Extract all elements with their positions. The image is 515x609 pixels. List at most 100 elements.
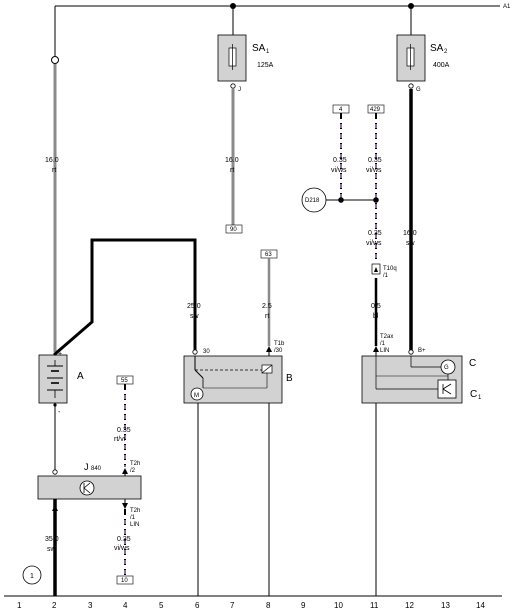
module-J840-label: J bbox=[84, 462, 89, 472]
column-number: 6 bbox=[195, 601, 200, 609]
column-number: 10 bbox=[334, 601, 343, 609]
connector-type: LIN bbox=[380, 348, 389, 354]
column-number: 4 bbox=[123, 601, 128, 609]
column-number: 9 bbox=[301, 601, 306, 609]
battery-plus-label: + bbox=[58, 351, 62, 358]
wire-label-color: vi/ws bbox=[331, 167, 347, 174]
fuse-name: SA bbox=[430, 43, 444, 54]
motor-icon bbox=[190, 387, 204, 401]
regulator-icon bbox=[437, 379, 457, 399]
starter-label: B bbox=[286, 373, 293, 384]
connector-pin: /2 bbox=[130, 468, 136, 474]
column-number: 8 bbox=[266, 601, 271, 609]
connector-pin: /1 bbox=[383, 273, 389, 279]
wire-label-color: vi/ws bbox=[366, 167, 382, 174]
top-rail-label: A1 bbox=[503, 4, 511, 10]
svg-text:M: M bbox=[194, 393, 199, 399]
arrow-icon bbox=[122, 503, 128, 509]
fuse-rating: 125A bbox=[257, 62, 274, 69]
column-number: 2 bbox=[52, 601, 57, 609]
wire-label-color: vi/ws bbox=[366, 240, 382, 247]
connection-point bbox=[192, 349, 198, 355]
wire-label-size: 0.5 bbox=[371, 303, 381, 310]
column-number: 13 bbox=[441, 601, 450, 609]
battery-minus-label: - bbox=[58, 409, 61, 416]
battery-label: A bbox=[77, 371, 84, 382]
ref-number: 10 bbox=[121, 578, 128, 584]
starter-terminal-label: 30 bbox=[203, 349, 210, 355]
connection-point bbox=[51, 56, 59, 64]
connection-point bbox=[408, 349, 414, 355]
arrow-icon bbox=[122, 468, 128, 474]
wire-label-size: 16.0 bbox=[225, 157, 239, 164]
arrow-icon bbox=[52, 505, 58, 511]
wire-label-size: 0.35 bbox=[117, 536, 131, 543]
generator-label: C bbox=[469, 358, 476, 369]
generator-terminal-label: B+ bbox=[418, 348, 426, 354]
wire-label-size: 0.35 bbox=[333, 157, 347, 164]
regulator-label: C bbox=[470, 389, 477, 400]
battery-A bbox=[38, 354, 68, 404]
fuse-rating: 400A bbox=[433, 62, 450, 69]
wire-label-color: rt bbox=[52, 167, 56, 174]
wire-label-color: rt/vi bbox=[114, 436, 126, 443]
wire-label-color: vi/ws bbox=[114, 545, 130, 552]
column-number: 14 bbox=[476, 601, 485, 609]
connector-name: T2ax bbox=[380, 334, 393, 340]
connection-point bbox=[230, 83, 236, 89]
column-number: 5 bbox=[159, 601, 164, 609]
node-D218 bbox=[301, 187, 327, 213]
column-number: 7 bbox=[230, 601, 235, 609]
wire-label-color: rt bbox=[230, 167, 234, 174]
connector-name: T1b bbox=[274, 341, 285, 347]
ref-box bbox=[225, 224, 243, 234]
ground-point-icon bbox=[22, 565, 42, 585]
wire-label-size: 0.35 bbox=[368, 157, 382, 164]
module-J840-index: 840 bbox=[91, 466, 102, 472]
ref-number: 63 bbox=[265, 252, 272, 258]
wire-label-color: sw bbox=[406, 240, 416, 247]
column-numbers: 1 2 3 4 5 6 7 8 9 10 11 12 13 14 bbox=[17, 601, 485, 609]
ref-number: 55 bbox=[121, 378, 128, 384]
fuse-name: SA bbox=[252, 43, 266, 54]
connector-name: T10q bbox=[383, 266, 397, 272]
connector-name: T2h bbox=[130, 461, 140, 467]
connection-point bbox=[52, 469, 58, 475]
wire-label-size: 16.0 bbox=[403, 230, 417, 237]
wire-label-size: 16.0 bbox=[45, 157, 59, 164]
regulator-index: 1 bbox=[478, 395, 482, 401]
wire-label-color: rt bbox=[265, 313, 269, 320]
fuse-index: 1 bbox=[266, 49, 270, 55]
connector-type: LIN bbox=[130, 522, 139, 528]
wire-label-color: sw bbox=[190, 313, 200, 320]
node-D218-label: D218 bbox=[305, 198, 320, 204]
column-number: 1 bbox=[17, 601, 22, 609]
wire-label-size: 25.0 bbox=[187, 303, 201, 310]
wire-label-size: 2.5 bbox=[262, 303, 272, 310]
arrow-icon bbox=[373, 346, 379, 352]
junction-dot bbox=[373, 197, 379, 203]
ref-box bbox=[116, 575, 134, 585]
connector-pin: /30 bbox=[274, 348, 283, 354]
wire-label-color: sw bbox=[47, 546, 57, 553]
connector-pin: /1 bbox=[380, 341, 386, 347]
fuse-pin: G bbox=[416, 87, 421, 93]
arrow-icon bbox=[266, 346, 272, 352]
ref-number: 90 bbox=[230, 227, 237, 233]
connector-name: T2h bbox=[130, 508, 140, 514]
wire-label-size: 35.0 bbox=[45, 536, 59, 543]
svg-text:G: G bbox=[444, 365, 449, 371]
wire-label-color: bl bbox=[373, 313, 379, 320]
transistor-icon bbox=[79, 480, 95, 496]
ref-number: 4 bbox=[339, 107, 343, 113]
wire-label-size: 0.35 bbox=[117, 427, 131, 434]
ground-point-number: 1 bbox=[30, 573, 34, 580]
connection-point bbox=[408, 83, 414, 89]
fuse-pin: J bbox=[238, 87, 241, 93]
connector-pin: /1 bbox=[130, 515, 136, 521]
column-number: 11 bbox=[370, 601, 379, 609]
ref-number: 429 bbox=[370, 107, 381, 113]
column-number: 3 bbox=[88, 601, 93, 609]
wire-battery-to-starter bbox=[54, 238, 197, 356]
